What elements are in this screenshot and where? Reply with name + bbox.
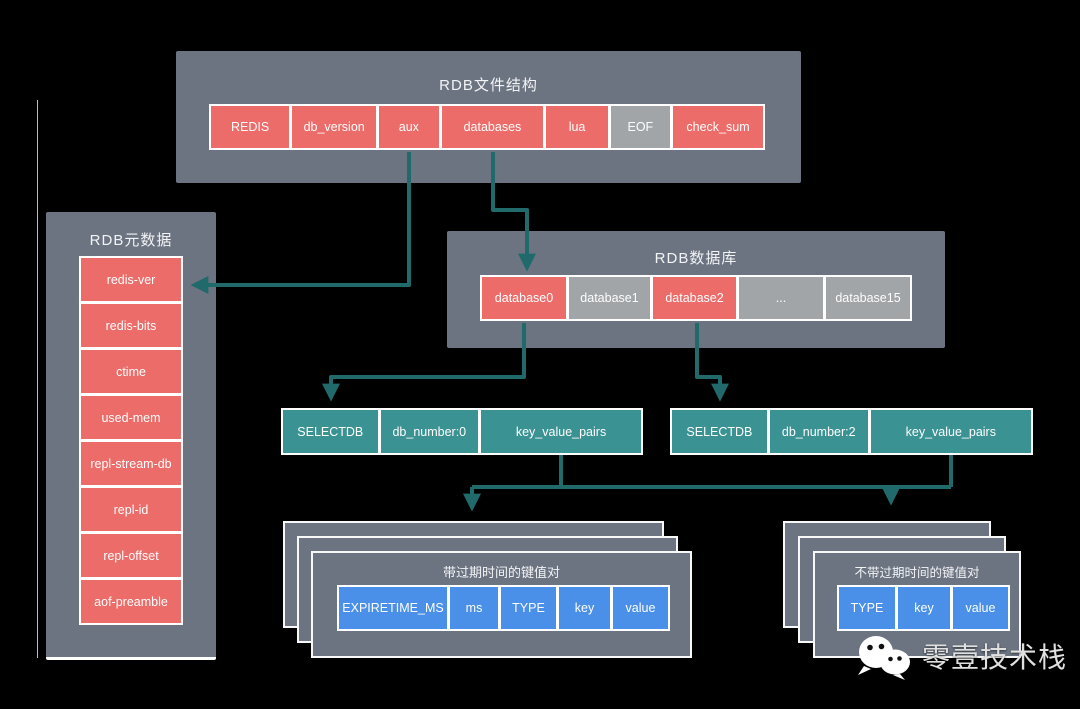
selectdb-row-0: SELECTDB db_number:0 key_value_pairs xyxy=(281,408,643,455)
cell-check-sum: check_sum xyxy=(673,106,763,148)
kv-with-expiry-cells: EXPIRETIME_MS ms TYPE key value xyxy=(337,585,670,631)
rdb-file-structure-box: RDB文件结构 REDIS db_version aux databases l… xyxy=(176,51,801,183)
cell-redis: REDIS xyxy=(211,106,290,148)
cell-db-version: db_version xyxy=(292,106,377,148)
rdb-metadata-box: RDB元数据 redis-ver redis-bits ctime used-m… xyxy=(46,212,216,660)
cell-type-expiry: TYPE xyxy=(501,587,556,629)
rdb-databases-cells: database0 database1 database2 ... databa… xyxy=(480,275,912,321)
cell-key-expiry: key xyxy=(559,587,610,629)
cell-redis-bits: redis-bits xyxy=(81,304,181,347)
kv-without-expiry-card: 不带过期时间的键值对 TYPE key value xyxy=(813,551,1021,658)
cell-database2: database2 xyxy=(653,277,737,319)
cell-db-number-0: db_number:0 xyxy=(380,410,479,453)
cell-database0: database0 xyxy=(482,277,566,319)
rdb-databases-box: RDB数据库 database0 database1 database2 ...… xyxy=(447,231,945,348)
rdb-file-structure-title: RDB文件结构 xyxy=(439,77,538,94)
cell-eof: EOF xyxy=(610,106,671,148)
kv-without-expiry-title: 不带过期时间的键值对 xyxy=(854,566,980,580)
rdb-databases-title: RDB数据库 xyxy=(654,250,738,267)
cell-repl-offset: repl-offset xyxy=(81,534,181,577)
cell-value-plain: value xyxy=(953,587,1008,629)
cell-lua: lua xyxy=(546,106,608,148)
cell-expiretime-ms: EXPIRETIME_MS xyxy=(339,587,447,629)
cell-key-value-pairs-2: key_value_pairs xyxy=(870,410,1031,453)
rdb-metadata-cells: redis-ver redis-bits ctime used-mem repl… xyxy=(79,256,183,625)
kv-without-expiry-cells: TYPE key value xyxy=(837,585,1010,631)
cell-database15: database15 xyxy=(826,277,910,319)
cell-db-number-2: db_number:2 xyxy=(769,410,868,453)
watermark-text: 零壹技术栈 xyxy=(922,642,1068,673)
cell-type-plain: TYPE xyxy=(839,587,895,629)
cell-value-expiry: value xyxy=(613,587,668,629)
cell-repl-stream-db: repl-stream-db xyxy=(81,442,181,485)
cell-used-mem: used-mem xyxy=(81,396,181,439)
cell-database-ellipsis: ... xyxy=(739,277,823,319)
cell-selectdb-2: SELECTDB xyxy=(672,410,767,453)
cell-database1: database1 xyxy=(568,277,651,319)
kv-with-expiry-title: 带过期时间的键值对 xyxy=(442,565,560,580)
wechat-icon xyxy=(858,636,910,680)
watermark: 零壹技术栈 xyxy=(852,632,1067,680)
cell-ctime: ctime xyxy=(81,350,181,393)
left-edge-line xyxy=(37,100,38,658)
cell-databases: databases xyxy=(441,106,544,148)
selectdb-row-2: SELECTDB db_number:2 key_value_pairs xyxy=(670,408,1033,455)
cell-redis-ver: redis-ver xyxy=(81,258,181,301)
rdb-file-cells: REDIS db_version aux databases lua EOF c… xyxy=(209,104,765,150)
rdb-metadata-title: RDB元数据 xyxy=(89,232,173,249)
cell-key-plain: key xyxy=(898,587,950,629)
cell-repl-id: repl-id xyxy=(81,488,181,531)
cell-aux: aux xyxy=(379,106,439,148)
cell-key-value-pairs-0: key_value_pairs xyxy=(481,410,641,453)
cell-ms: ms xyxy=(450,587,498,629)
cell-aof-preamble: aof-preamble xyxy=(81,580,181,623)
kv-with-expiry-card: 带过期时间的键值对 EXPIRETIME_MS ms TYPE key valu… xyxy=(311,551,692,658)
cell-selectdb-0: SELECTDB xyxy=(283,410,378,453)
